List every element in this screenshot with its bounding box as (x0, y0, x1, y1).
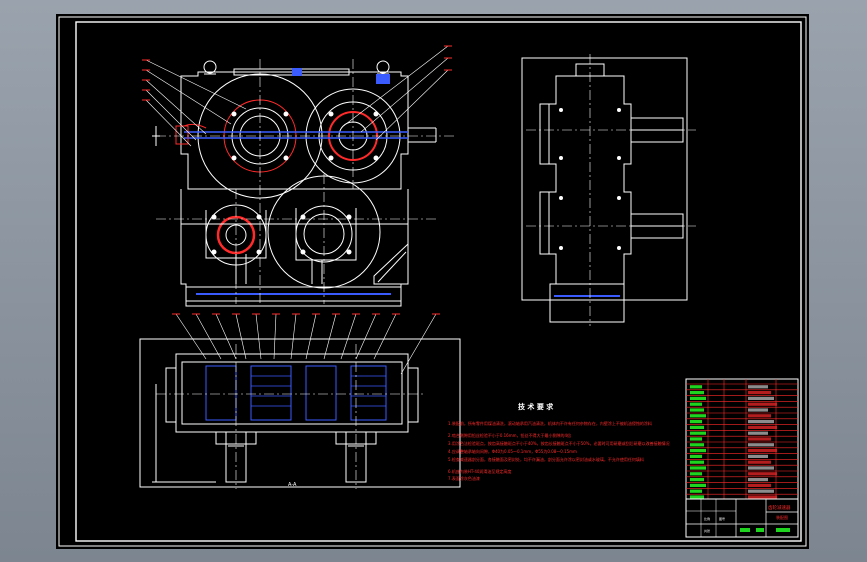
tech-note-2: 2.啮合侧隙用铅丝检验不小于0.16mm，铅丝不得大于最小侧隙的4倍 (448, 432, 571, 438)
parts-row-name (748, 478, 768, 482)
title-name: 齿轮减速器 (768, 504, 791, 511)
parts-row-code (690, 414, 706, 418)
tech-requirements-title: 技 术 要 求 (518, 402, 554, 411)
parts-row-code (690, 420, 702, 424)
parts-row-name (748, 420, 774, 424)
parts-row-name (748, 396, 774, 400)
tech-notes: 1.装配前，所有零件用煤油清洗，滚动轴承用汽油清洗，机体内不许有任何杂物存在，内… (448, 420, 670, 481)
parts-row-code (690, 402, 702, 406)
tech-note-1: 1.装配前，所有零件用煤油清洗，滚动轴承用汽油清洗，机体内不许有任何杂物存在，内… (448, 420, 652, 426)
parts-row-code (690, 449, 706, 453)
tech-note-3: 3.用涂色法检验斑点，按齿高接触斑点不小于40%，按齿长接触斑点不小于50%，必… (448, 440, 670, 446)
parts-row-name (748, 495, 777, 499)
parts-row-name (748, 414, 771, 418)
parts-row-code (690, 425, 704, 429)
side-view (521, 54, 696, 326)
parts-row-name (748, 402, 777, 406)
parts-row-name (748, 483, 771, 487)
parts-list-table: 齿轮减速器 装配图 比例 图号 共张 (685, 378, 799, 538)
parts-row-code (690, 483, 706, 487)
parts-row-code (690, 454, 702, 458)
parts-row-code (690, 431, 706, 435)
section-view (139, 313, 461, 489)
title-footer-c: 共张 (704, 528, 710, 533)
inner-frame (75, 21, 802, 542)
parts-row-name (748, 472, 777, 476)
parts-row-name (748, 437, 771, 441)
front-view (142, 45, 456, 307)
parts-row-name (748, 454, 768, 458)
parts-row-name (748, 489, 774, 493)
parts-row-code (690, 495, 704, 499)
parts-row-name (748, 425, 777, 429)
parts-row-code (690, 466, 706, 470)
parts-row-name (748, 408, 768, 412)
view-label: A-A (288, 482, 297, 488)
parts-row-code (690, 478, 704, 482)
parts-row-code (690, 396, 706, 400)
tech-note-4: 4.应调整轴承轴向间隙，Φ40为0.05～0.1mm，Φ55为0.08～0.15… (448, 448, 577, 454)
parts-row-name (748, 449, 777, 453)
parts-row-code (690, 385, 702, 389)
parts-row-code (690, 391, 704, 395)
parts-row-name (748, 391, 771, 395)
parts-row-name (748, 443, 774, 447)
title-code: 装配图 (776, 514, 788, 520)
tech-note-5: 5.检查减速器剖分面，各接触面及密封处，均不许漏油，剖分面允许涂以密封油或水玻璃… (448, 456, 644, 462)
parts-row-name (748, 460, 771, 464)
parts-row-code (690, 443, 704, 447)
parts-row-code (690, 460, 704, 464)
parts-row-code (690, 472, 702, 476)
outer-frame (58, 16, 807, 547)
title-footer-a: 比例 (704, 516, 710, 521)
parts-row-code (690, 489, 702, 493)
cad-canvas: A-A 技 术 要 求 1.装配前，所有零件用煤油清洗，滚动轴承用汽油清洗，机体… (58, 16, 807, 547)
tech-note-6: 6.机座内装HT-40润滑油至规定高度 (448, 468, 511, 474)
title-footer-b: 图号 (719, 516, 725, 521)
parts-row-code (690, 437, 702, 441)
parts-row-name (748, 431, 768, 435)
tech-note-7: 7.表面涂灰色油漆 (448, 475, 480, 481)
drawing-sheet: A-A 技 术 要 求 1.装配前，所有零件用煤油清洗，滚动轴承用汽油清洗，机体… (56, 14, 809, 549)
parts-row-code (690, 408, 704, 412)
parts-row-name (748, 385, 768, 389)
parts-row-name (748, 466, 774, 470)
